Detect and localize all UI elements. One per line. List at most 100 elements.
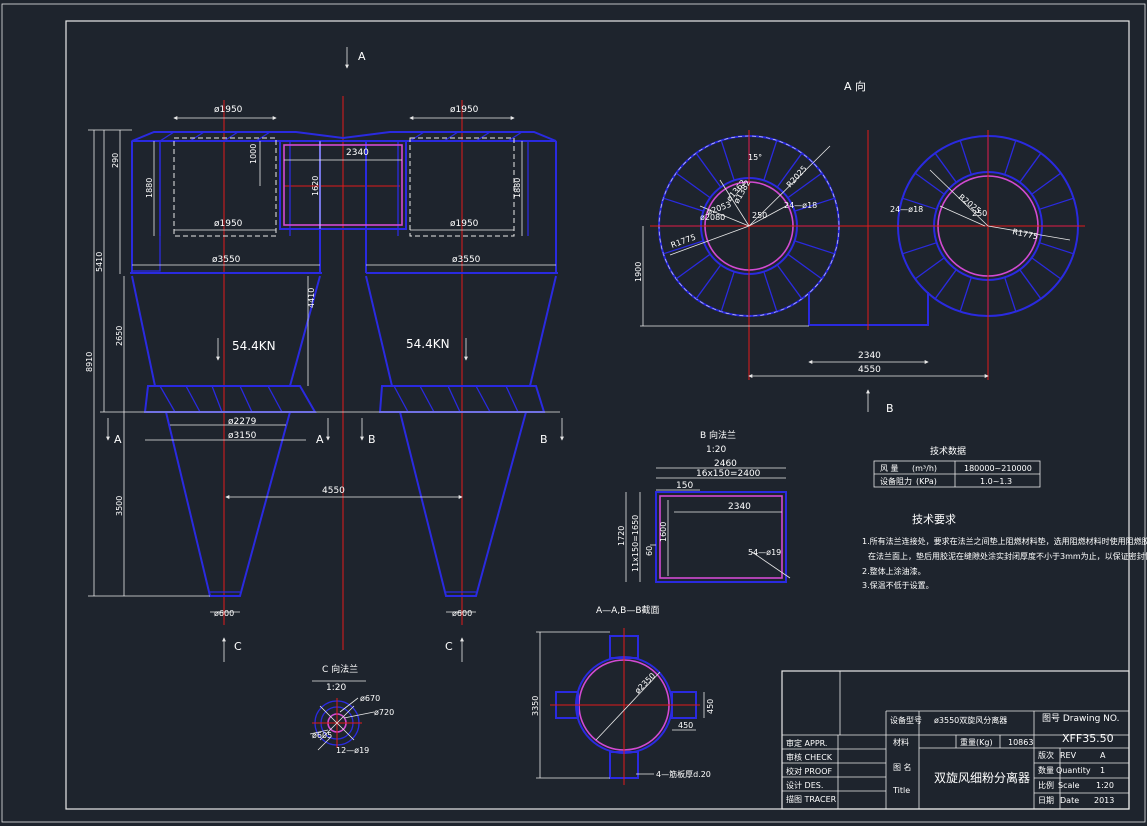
tech-req-line3: 2.整体上涂油漆。 bbox=[862, 566, 926, 576]
guide-vane bbox=[934, 152, 957, 183]
dim-dia600-right: ø600 bbox=[452, 609, 472, 618]
b-flange-view bbox=[625, 467, 791, 583]
tech-data-row2-value: 1.0~1.3 bbox=[980, 477, 1012, 486]
guide-vane bbox=[663, 240, 704, 255]
dim-dia3150: ø3150 bbox=[228, 431, 257, 441]
section-a-left: A bbox=[114, 433, 122, 446]
dim-dia2080: ø2080 bbox=[700, 213, 725, 222]
title-cn-label: 图 名 bbox=[893, 762, 912, 772]
view-b-label: B bbox=[886, 402, 894, 415]
dim-dia3550-left: ø3550 bbox=[212, 255, 241, 265]
tech-req-line4: 3.保温不低于设置。 bbox=[862, 580, 934, 590]
section-b-right: B bbox=[540, 433, 548, 446]
stiffener-note: 4—筋板厚d.20 bbox=[656, 769, 711, 779]
view-c-right: C bbox=[445, 640, 453, 653]
guide-vane bbox=[695, 152, 722, 188]
guide-vane bbox=[675, 172, 711, 199]
guide-vane bbox=[787, 253, 823, 280]
dim-2340-top: 2340 bbox=[346, 148, 369, 158]
view-dir-a-title: A 向 bbox=[844, 79, 866, 93]
dim-dia600-left: ø600 bbox=[214, 609, 234, 618]
guide-vane bbox=[695, 264, 722, 300]
guide-vane bbox=[902, 197, 937, 210]
role-des: 设计 DES. bbox=[786, 780, 823, 790]
dim-60: 60 bbox=[645, 546, 654, 556]
view-a-plan bbox=[640, 130, 1085, 412]
tech-req-title: 技术要求 bbox=[912, 513, 956, 526]
dim-150: 150 bbox=[676, 481, 693, 491]
guide-vane bbox=[1019, 152, 1042, 183]
section-a-right: A bbox=[316, 433, 324, 446]
guide-vane bbox=[1004, 140, 1017, 175]
guide-vane bbox=[914, 172, 945, 195]
dim-1000: 1000 bbox=[249, 144, 258, 164]
dim-250-right: 250 bbox=[972, 209, 987, 218]
dim-dia2279: ø2279 bbox=[228, 417, 257, 427]
guide-vane bbox=[1039, 242, 1074, 255]
dim-dia1950-br: ø1950 bbox=[450, 219, 479, 229]
dim-1880-left: 1880 bbox=[145, 178, 154, 198]
drawing-no-value: XFF35.50 bbox=[1062, 732, 1114, 745]
guide-vane bbox=[1039, 197, 1074, 210]
guide-vane bbox=[794, 240, 835, 255]
scale-value: 1:20 bbox=[1096, 781, 1114, 790]
dim-8910: 8910 bbox=[85, 352, 94, 372]
dim-2650: 2650 bbox=[115, 326, 124, 346]
dim-2460: 2460 bbox=[714, 459, 737, 469]
guide-vane bbox=[720, 271, 735, 312]
holes-54-dia19: 54—ø19 bbox=[748, 548, 781, 557]
dim-3350: 3350 bbox=[531, 696, 540, 716]
dim-4550-front: 4550 bbox=[322, 486, 345, 496]
load-left: 54.4KN bbox=[232, 339, 276, 353]
tech-data-table bbox=[873, 460, 1041, 488]
dim-1880-right: 1880 bbox=[513, 178, 522, 198]
load-right: 54.4KN bbox=[406, 337, 450, 351]
guide-vane bbox=[763, 140, 778, 181]
dim-250-left: 250 bbox=[752, 211, 767, 220]
tech-data-row1-name: 风 量 bbox=[880, 464, 899, 473]
angle-15: 15° bbox=[748, 153, 762, 162]
view-a-label: A bbox=[358, 50, 366, 63]
equip-model-label: 设备型号 bbox=[890, 715, 922, 725]
tech-req-line1: 1.所有法兰连接处，要求在法兰之间垫上阻燃材料垫，选用阻燃材料时使用阻燃胶结 bbox=[862, 536, 1147, 546]
dim-4550-view-a: 4550 bbox=[858, 365, 881, 375]
holes-24-right: 24—ø18 bbox=[890, 205, 923, 214]
b-flange-scale: 1:20 bbox=[706, 445, 726, 455]
role-proof: 校对 PROOF bbox=[786, 766, 833, 776]
date-value: 2013 bbox=[1094, 796, 1114, 805]
material-label: 材料 bbox=[893, 737, 909, 747]
dim-1620: 1620 bbox=[311, 176, 320, 196]
guide-vane bbox=[794, 197, 835, 212]
guide-vane bbox=[776, 152, 803, 188]
rev-label: 版次 bbox=[1038, 750, 1054, 760]
role-check: 审核 CHECK bbox=[786, 752, 833, 762]
guide-vane bbox=[663, 197, 704, 212]
dim-dia2350: ø2350 bbox=[633, 671, 657, 695]
c-flange-scale: 1:20 bbox=[326, 683, 346, 693]
section-aa-bb bbox=[536, 628, 705, 785]
dim-dia1950-tr: ø1950 bbox=[450, 105, 479, 115]
guide-vane bbox=[959, 277, 972, 312]
qty-en: Quantity bbox=[1056, 766, 1091, 775]
tech-data-row2-unit: (KPa) bbox=[916, 477, 937, 486]
section-aa-bb-title: A—A,B—B截面 bbox=[596, 604, 660, 616]
front-elevation bbox=[88, 47, 564, 662]
guide-vane bbox=[763, 271, 778, 312]
guide-vane bbox=[1019, 269, 1042, 300]
dim-dia605: ø605 bbox=[312, 731, 332, 740]
drawing-title: 双旋风细粉分离器 bbox=[934, 770, 1030, 785]
role-appr: 审定 APPR. bbox=[786, 738, 827, 748]
dim-11x150: 11x150=1650 bbox=[631, 515, 640, 572]
c-flange-title: C 向法兰 bbox=[322, 663, 358, 675]
dim-dia720: ø720 bbox=[374, 708, 394, 717]
guide-vane bbox=[675, 253, 711, 280]
inner-frame bbox=[65, 20, 1130, 810]
guide-vane bbox=[902, 242, 937, 255]
guide-vane bbox=[914, 257, 945, 280]
rev-en: REV bbox=[1060, 751, 1077, 760]
qty-value: 1 bbox=[1100, 766, 1105, 775]
dim-2340-b-flange: 2340 bbox=[728, 502, 751, 512]
guide-vane bbox=[787, 172, 823, 199]
dim-1720: 1720 bbox=[617, 526, 626, 546]
